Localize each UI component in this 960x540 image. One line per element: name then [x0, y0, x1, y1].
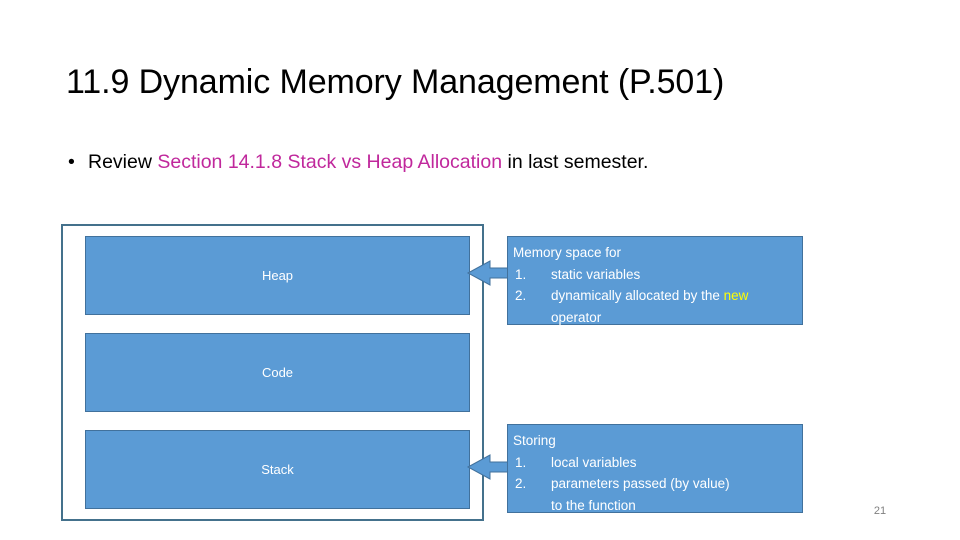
callout-heap: Memory space for 1. static variables 2. dy… [507, 236, 803, 325]
callout-heap-item-2-keyword: new [723, 288, 749, 303]
callout-stack-item-2: 2. parameters passed (by value) [513, 473, 794, 495]
callout-stack-item-1-number: 1. [515, 454, 527, 470]
callout-stack-heading: Storing [513, 433, 556, 448]
callout-stack-item-1-text: local variables [551, 454, 637, 470]
callout-heap-continuation: operator [551, 309, 602, 325]
callout-heap-item-2: 2. dynamically allocated by the new [513, 285, 794, 307]
bullet-highlight-text: Section 14.1.8 Stack vs Heap Allocation [157, 151, 503, 173]
bullet-marker-icon: • [68, 151, 75, 173]
memory-block-stack-label: Stack [261, 462, 294, 477]
callout-heap-item-2-number: 2. [515, 288, 527, 303]
callout-stack-item-2-text: parameters passed (by value) [551, 476, 730, 491]
page-number: 21 [873, 505, 887, 517]
callout-heap-list: 1. static variables 2. dynamically allocat… [513, 264, 794, 307]
callout-heap-item-1: 1. static variables [513, 264, 794, 286]
memory-block-heap: Heap [85, 236, 470, 315]
callout-heap-item-1-number: 1. [515, 266, 527, 282]
callout-heap-item-1-text: static variables [551, 266, 641, 282]
memory-block-code: Code [85, 333, 470, 412]
memory-block-stack: Stack [85, 430, 470, 509]
page-title: 11.9 Dynamic Memory Management (P.501) [66, 63, 725, 101]
callout-heap-heading: Memory space for [513, 245, 622, 260]
arrow-connector-heap-icon [466, 260, 509, 286]
callout-stack-item-1: 1. local variables [513, 452, 794, 474]
callout-stack-list: 1. local variables 2. parameters passed (b… [513, 452, 794, 495]
memory-block-heap-label: Heap [261, 268, 294, 283]
bullet-lead-text: Review [88, 151, 158, 173]
callout-stack: Storing 1. local variables 2. parameters p… [507, 424, 803, 513]
bullet-trail-text: in last semester. [502, 151, 649, 173]
arrow-connector-stack-icon [466, 454, 509, 480]
callout-heap-item-2-text: dynamically allocated by the [551, 288, 724, 303]
bullet-line: • Review Section 14.1.8 Stack vs Heap All… [68, 148, 898, 178]
callout-stack-continuation: to the function [551, 497, 636, 513]
memory-layout-frame: Heap Code Stack [61, 224, 484, 521]
memory-block-code-label: Code [261, 365, 294, 380]
callout-stack-item-2-number: 2. [515, 476, 527, 491]
